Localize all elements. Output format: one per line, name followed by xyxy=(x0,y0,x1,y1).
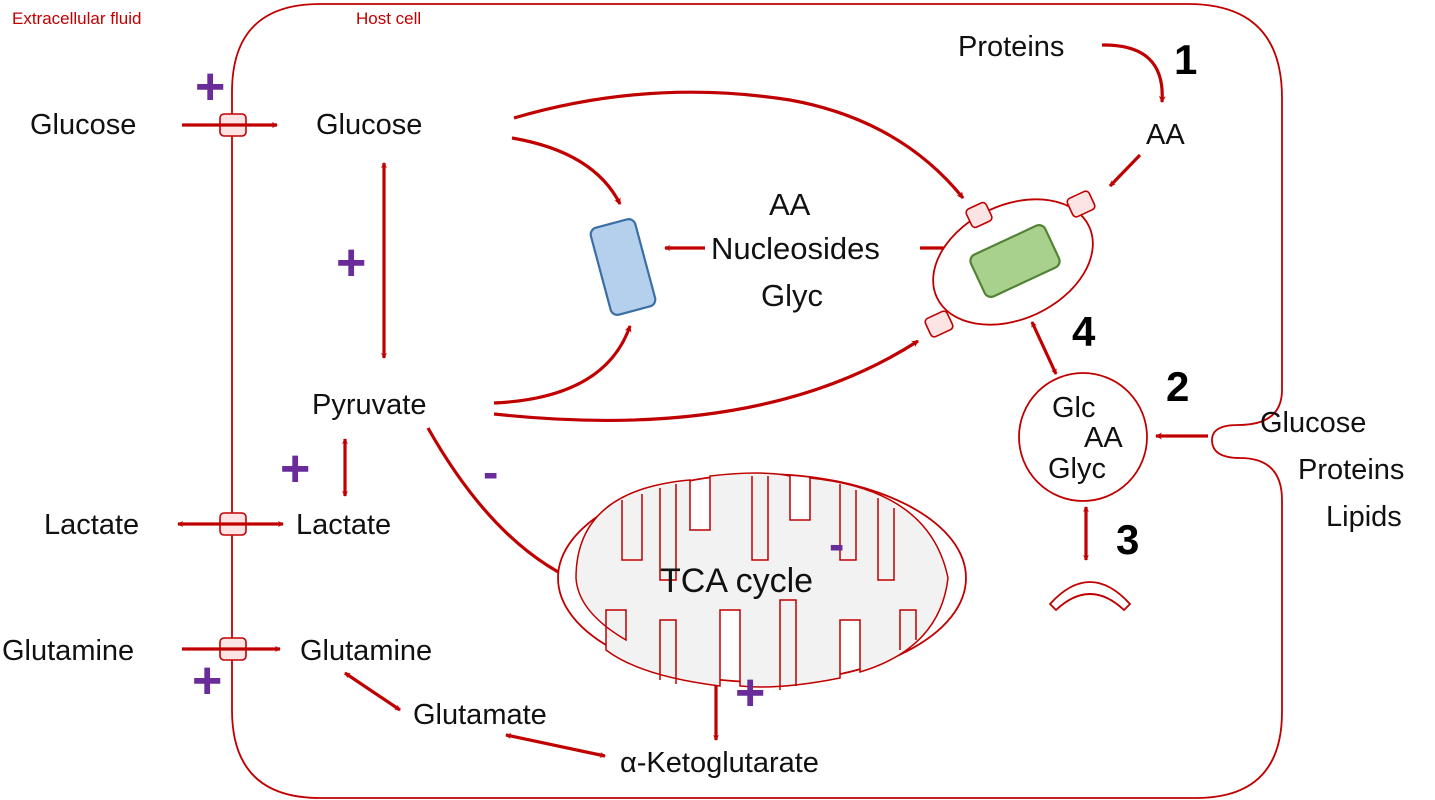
outside-glucose-label: Glucose xyxy=(30,109,136,141)
aa-label: AA xyxy=(1146,119,1185,151)
lysosome xyxy=(1048,581,1132,612)
vesicle-glc-label: Glc xyxy=(1052,392,1096,424)
vacuole-pathogen xyxy=(969,224,1061,298)
glutamate-label: Glutamate xyxy=(413,699,547,731)
glucose-blue-arrow xyxy=(511,136,622,205)
host-cell-label: Host cell xyxy=(356,9,421,28)
nutrient-aa-label: AA xyxy=(769,187,811,222)
outside-glutamine-label: Glutamine xyxy=(2,635,134,667)
pyruvate-label: Pyruvate xyxy=(312,389,426,421)
vacuole-transporter-bottom xyxy=(924,310,954,338)
glucose-vacuole-arrow xyxy=(513,90,965,200)
vacuole-transporter-right xyxy=(1066,190,1096,218)
vesicle-aa-label: AA xyxy=(1084,422,1123,454)
glutamine-transport-plus: + xyxy=(192,652,222,710)
outside-lactate-label: Lactate xyxy=(44,509,139,541)
vesicle-glyc-label: Glyc xyxy=(1048,453,1106,485)
glutamate-akg-arrow xyxy=(505,733,606,758)
vacuole-vesicle-arrow xyxy=(1030,321,1058,375)
inside-glucose-label: Glucose xyxy=(316,109,422,141)
right-glucose-label: Glucose xyxy=(1260,407,1366,439)
proteins-label: Proteins xyxy=(958,31,1064,63)
vacuole-transporter-top xyxy=(965,201,993,229)
tca-cycle-label: TCA cycle xyxy=(660,562,813,600)
mitochondrion xyxy=(557,472,967,690)
glutamine-glutamate-arrow xyxy=(344,671,401,712)
pyruvate-tca-minus: - xyxy=(483,446,498,498)
pyruvate-blue-arrow xyxy=(493,325,632,405)
alpha-ketoglutarate-label: α-Ketoglutarate xyxy=(620,747,819,779)
tca-minus: - xyxy=(829,518,844,570)
glycolysis-plus: + xyxy=(336,234,366,292)
akg-plus: + xyxy=(735,664,765,722)
step-3: 3 xyxy=(1116,516,1139,563)
right-proteins-label: Proteins xyxy=(1298,454,1404,486)
step-1: 1 xyxy=(1174,36,1197,83)
step-4: 4 xyxy=(1072,308,1096,355)
right-lipids-label: Lipids xyxy=(1326,501,1402,533)
inside-glutamine-label: Glutamine xyxy=(300,635,432,667)
extracellular-fluid-label: Extracellular fluid xyxy=(12,9,141,28)
lactate-plus: + xyxy=(280,440,310,498)
glucose-transport-plus: + xyxy=(195,58,225,116)
inside-lactate-label: Lactate xyxy=(296,509,391,541)
host-cell-membrane xyxy=(231,3,1283,799)
nutrient-nucleosides-label: Nucleosides xyxy=(711,231,880,266)
nutrient-vesicle xyxy=(1018,372,1148,502)
step-2: 2 xyxy=(1166,363,1189,410)
aa-vacuole-arrow xyxy=(1108,153,1142,188)
free-pathogen xyxy=(589,218,657,316)
nutrient-glyc-label: Glyc xyxy=(761,278,823,313)
pathogen-vacuole xyxy=(924,190,1096,338)
pyruvate-vacuole-arrow xyxy=(493,339,919,423)
proteins-aa-arrow xyxy=(1101,43,1166,104)
